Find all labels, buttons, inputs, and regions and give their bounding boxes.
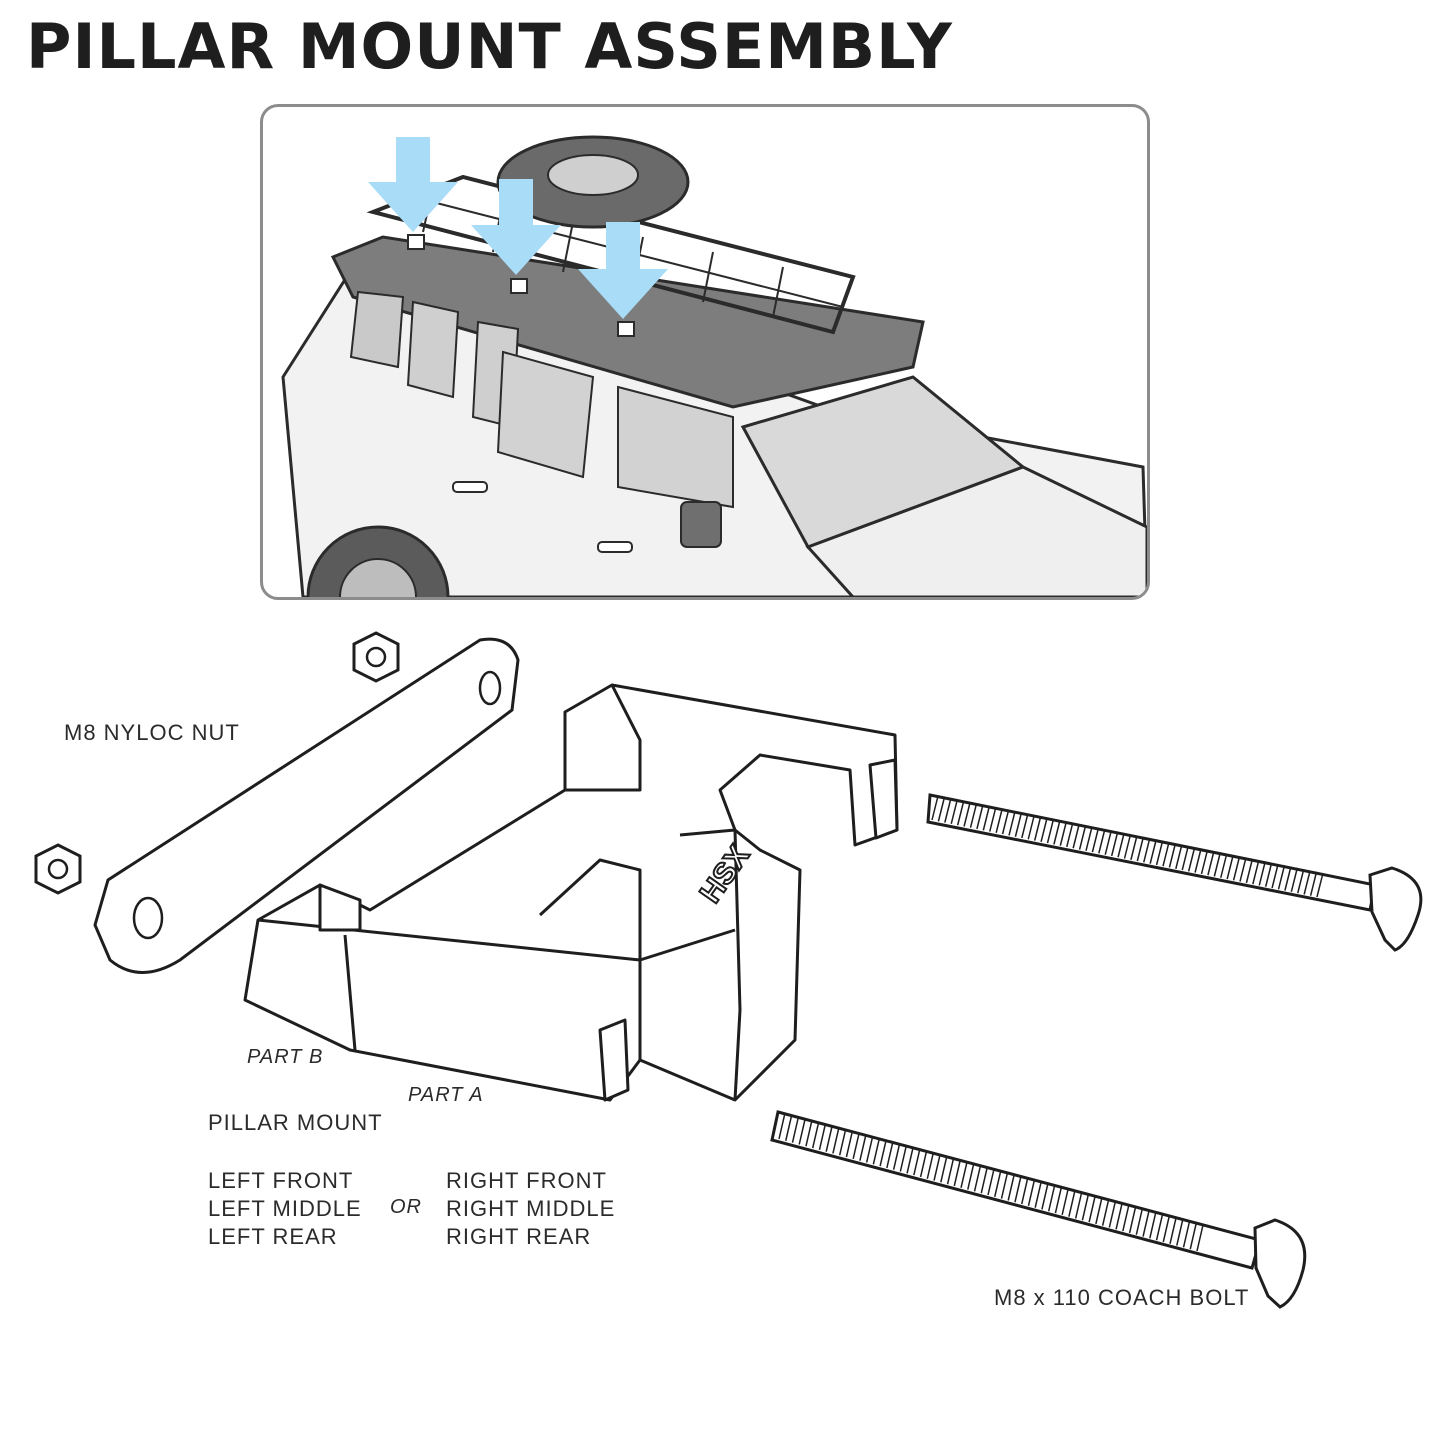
left-option: LEFT FRONT [208, 1168, 354, 1193]
arrow-down-icon [578, 222, 668, 319]
exploded-parts-diagram: HSX [34, 631, 1423, 1309]
page-title: PILLAR MOUNT ASSEMBLY [26, 10, 953, 83]
mount-bracket-middle [510, 278, 528, 294]
spare-tire-hub [547, 154, 639, 196]
label-coach-bolt: M8 x 110 COACH BOLT [994, 1285, 1250, 1310]
nyloc-nut-bottom [34, 843, 82, 895]
arrow-down-icon [368, 137, 458, 232]
label-or: OR [390, 1196, 422, 1218]
side-window-1 [406, 300, 460, 399]
left-option: LEFT REAR [208, 1224, 338, 1249]
arrow-down-icon [471, 179, 561, 275]
label-nyloc-nut: M8 NYLOC NUT [64, 720, 240, 745]
vehicle-illustration [281, 135, 1147, 597]
vehicle-illustration-panel [260, 104, 1150, 600]
left-option: LEFT MIDDLE [208, 1196, 362, 1221]
left-options-list: LEFT FRONT LEFT MIDDLE LEFT REAR [208, 1167, 362, 1251]
mount-bracket-rear [617, 321, 635, 337]
strap-plate [93, 637, 520, 974]
rear-wheel-hub [339, 558, 417, 597]
front-door-window [617, 385, 734, 509]
pillar-mount-body [243, 683, 899, 1102]
right-option: RIGHT FRONT [446, 1168, 607, 1193]
right-option: RIGHT REAR [446, 1224, 592, 1249]
label-part-a: PART A [408, 1084, 484, 1106]
rear-door-handle [452, 481, 488, 493]
label-part-b: PART B [247, 1046, 324, 1068]
front-door-handle [597, 541, 633, 553]
bonnet [805, 465, 1147, 597]
rear-window [349, 290, 405, 369]
coach-bolt-top [926, 793, 1423, 952]
side-window-3 [496, 350, 595, 479]
coach-bolt-bottom [770, 1110, 1307, 1309]
right-options-list: RIGHT FRONT RIGHT MIDDLE RIGHT REAR [446, 1167, 615, 1251]
mount-bracket-front [407, 234, 425, 250]
nyloc-nut-top [352, 631, 400, 683]
right-option: RIGHT MIDDLE [446, 1196, 616, 1221]
label-pillar-mount: PILLAR MOUNT [208, 1110, 383, 1135]
side-mirror [680, 501, 722, 548]
